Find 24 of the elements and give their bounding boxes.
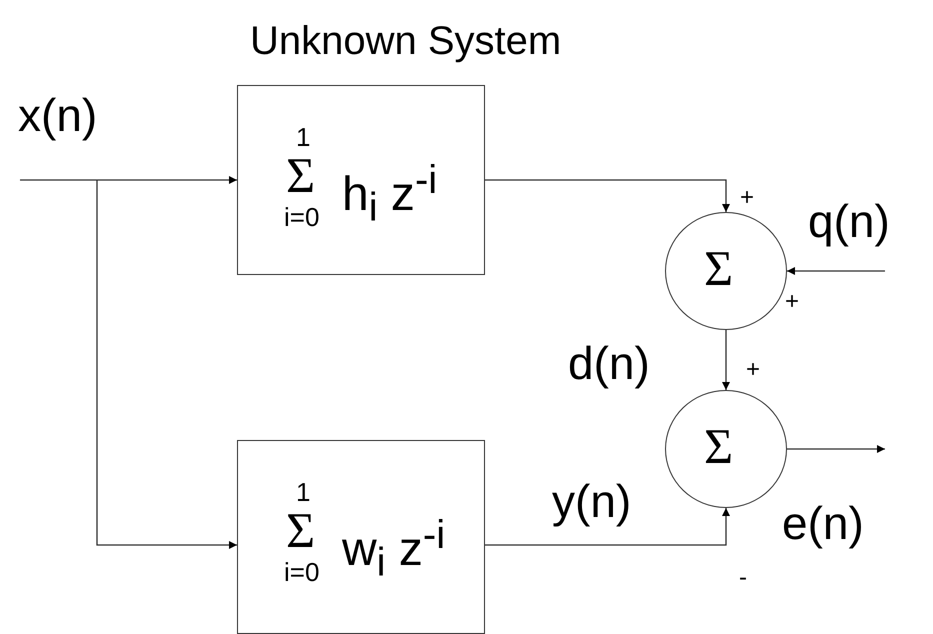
sum-symbol: Σ	[286, 150, 316, 200]
sum-symbol: Σ	[704, 243, 734, 293]
arrow	[485, 508, 730, 546]
arrow	[20, 176, 237, 184]
sum-symbol: Σ	[704, 421, 734, 471]
system-title: Unknown System	[250, 21, 562, 61]
arrow	[485, 179, 730, 212]
transfer-function: h$_{i}$ z$^{-i}$	[342, 160, 438, 228]
upper-limit: 1	[296, 124, 310, 150]
sign-label: -	[739, 566, 747, 590]
lower-limit: i=0	[284, 559, 320, 585]
sum-symbol: Σ	[286, 505, 316, 555]
sign-label: +	[746, 358, 760, 382]
transfer-function: w$_{i}$ z$^{-i}$	[342, 515, 446, 583]
summing-junction	[665, 212, 787, 330]
arrow	[722, 330, 730, 390]
filter-box	[237, 440, 485, 634]
arrow	[787, 445, 885, 453]
sign-label: +	[740, 186, 754, 210]
sign-label: +	[785, 290, 800, 314]
lower-limit: i=0	[284, 204, 320, 230]
arrow	[787, 267, 885, 275]
upper-limit: 1	[296, 479, 310, 505]
arrow	[96, 180, 237, 549]
